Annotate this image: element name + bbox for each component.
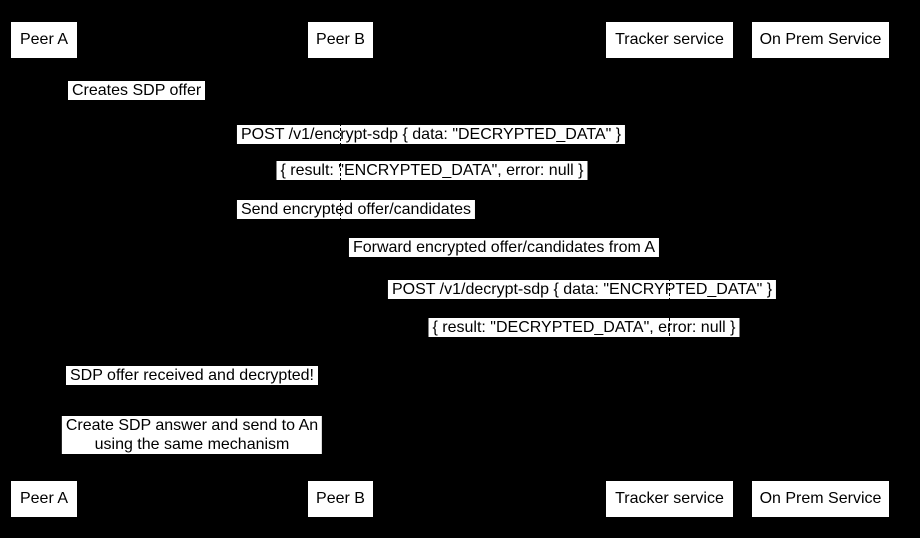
lifeline-peer-b bbox=[340, 58, 341, 481]
participant-label: Tracker service bbox=[615, 31, 724, 48]
message-encrypt-result: { result: "ENCRYPTED_DATA", error: null … bbox=[276, 161, 588, 180]
participant-bottom-tracker-service: Tracker service bbox=[606, 481, 733, 517]
message-post-decrypt-sdp: POST /v1/decrypt-sdp { data: "ENCRYPTED_… bbox=[387, 280, 777, 299]
message-sdp-offer-received: SDP offer received and decrypted! bbox=[66, 366, 318, 385]
message-forward-encrypted-offer: Forward encrypted offer/candidates from … bbox=[348, 238, 660, 257]
participant-label: Peer A bbox=[19, 490, 69, 507]
participant-label: On Prem Service bbox=[759, 490, 882, 507]
lifeline-tracker-service bbox=[669, 58, 670, 481]
participant-bottom-peer-b: Peer B bbox=[308, 481, 373, 517]
lifeline-on-prem-service bbox=[820, 58, 821, 481]
participant-label: Peer B bbox=[316, 490, 365, 507]
participant-top-tracker-service: Tracker service bbox=[606, 22, 733, 58]
participant-label: Peer A bbox=[19, 31, 69, 48]
message-creates-sdp-offer: Creates SDP offer bbox=[68, 81, 206, 100]
lifeline-peer-a bbox=[43, 58, 44, 481]
message-decrypt-result: { result: "DECRYPTED_DATA", error: null … bbox=[428, 318, 740, 337]
message-post-encrypt-sdp: POST /v1/encrypt-sdp { data: "DECRYPTED_… bbox=[236, 125, 626, 144]
participant-bottom-on-prem-service: On Prem Service bbox=[752, 481, 889, 517]
participant-label: Tracker service bbox=[615, 490, 724, 507]
message-create-sdp-answer: Create SDP answer and send to An using t… bbox=[61, 416, 323, 454]
participant-label: On Prem Service bbox=[759, 31, 882, 48]
message-send-encrypted-offer: Send encrypted offer/candidates bbox=[236, 200, 476, 219]
participant-label: Peer B bbox=[316, 31, 365, 48]
participant-top-on-prem-service: On Prem Service bbox=[752, 22, 889, 58]
participant-top-peer-a: Peer A bbox=[11, 22, 77, 58]
participant-top-peer-b: Peer B bbox=[308, 22, 373, 58]
participant-bottom-peer-a: Peer A bbox=[11, 481, 77, 517]
